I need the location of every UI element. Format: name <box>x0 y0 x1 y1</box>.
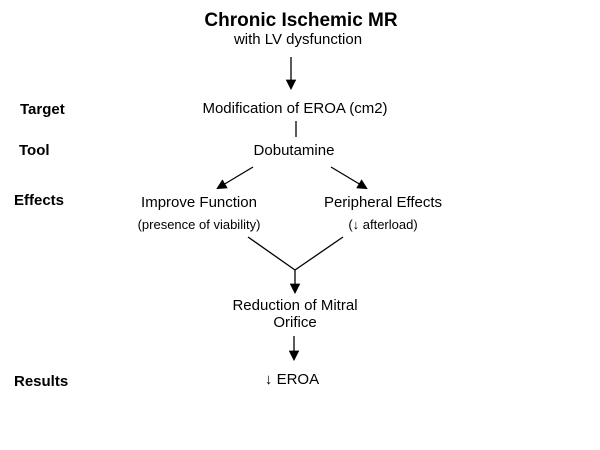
connector-peripheral-to-junction-line <box>294 236 344 271</box>
node-reduction-of-mitral-orifice: Reduction of Mitral Orifice <box>232 297 357 331</box>
node-improve-function-title: Improve Function <box>141 194 257 211</box>
row-label-tool: Tool <box>19 142 50 159</box>
node-reduction-line2: Orifice <box>273 314 317 331</box>
node-improve-function: Improve Function (presence of viability) <box>138 194 261 233</box>
node-dobutamine: Dobutamine <box>253 142 335 159</box>
node-peripheral-effects-title: Peripheral Effects <box>323 194 443 211</box>
node-peripheral-effects: Peripheral Effects (↓ afterload) <box>324 194 442 233</box>
diagram-subtitle: with LV dysfunction <box>233 31 363 48</box>
connector-improve-to-junction-line <box>247 236 296 271</box>
node-eroa-result: ↓ EROA <box>264 371 320 388</box>
node-improve-function-subtitle: (presence of viability) <box>137 217 261 232</box>
row-label-effects: Effects <box>14 192 65 209</box>
diagram-title: Chronic Ischemic MR <box>204 10 398 31</box>
node-modification-of-eroa: Modification of EROA (cm2) <box>202 100 388 117</box>
node-peripheral-effects-subtitle: (↓ afterload) <box>348 217 418 232</box>
row-label-results: Results <box>14 373 69 390</box>
connector-tool-to-improve-arrow <box>216 166 254 190</box>
connector-tool-to-peripheral-arrow <box>330 166 368 190</box>
row-label-target: Target <box>20 101 65 118</box>
node-reduction-line1: Reduction of Mitral <box>232 297 358 314</box>
